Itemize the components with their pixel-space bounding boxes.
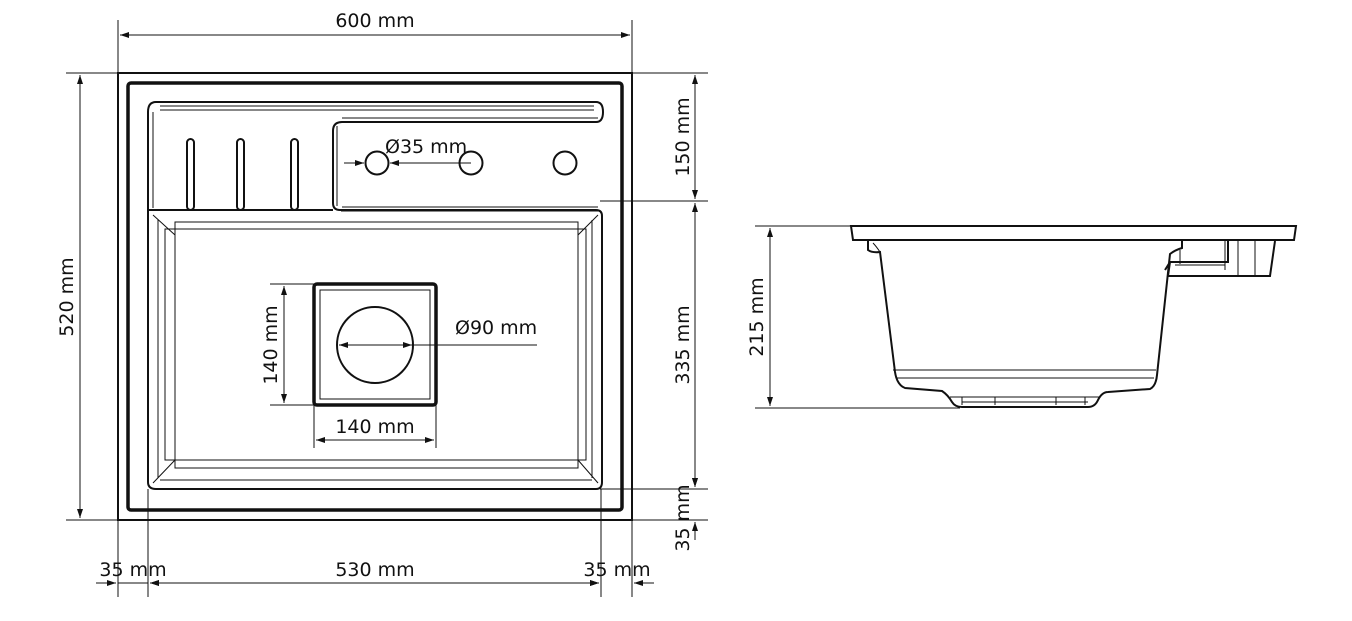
- drainboard-depth-label: 150 mm: [672, 97, 694, 176]
- top-view: Ø35 mm Ø90 mm 140 mm 140 mm: [56, 10, 708, 597]
- sink-rim: [126, 81, 624, 512]
- tap-hole: [364, 150, 390, 176]
- rim-front-label: 35 mm: [672, 484, 694, 551]
- tap-hole: [552, 150, 578, 176]
- bowl-width-label: 530 mm: [335, 559, 414, 581]
- rim-left-label: 35 mm: [99, 559, 166, 581]
- drain-diameter-label: Ø90 mm: [455, 317, 537, 339]
- bowl-depth-label: 335 mm: [672, 305, 694, 384]
- total-depth-label: 520 mm: [56, 257, 78, 336]
- total-width-label: 600 mm: [335, 10, 414, 32]
- rim-right-label: 35 mm: [583, 559, 650, 581]
- drain-grooves: [186, 138, 299, 211]
- tap-hole-diameter-label: Ø35 mm: [385, 136, 467, 158]
- drainboard: Ø35 mm: [147, 101, 605, 217]
- drain-width-label: 140 mm: [335, 416, 414, 438]
- bowl: Ø90 mm 140 mm 140 mm: [147, 210, 603, 490]
- side-view: 215 mm: [746, 225, 1298, 409]
- bowl-height-label: 215 mm: [746, 277, 768, 356]
- sink-outer-edge: [117, 72, 633, 521]
- drain-height-label: 140 mm: [260, 305, 282, 384]
